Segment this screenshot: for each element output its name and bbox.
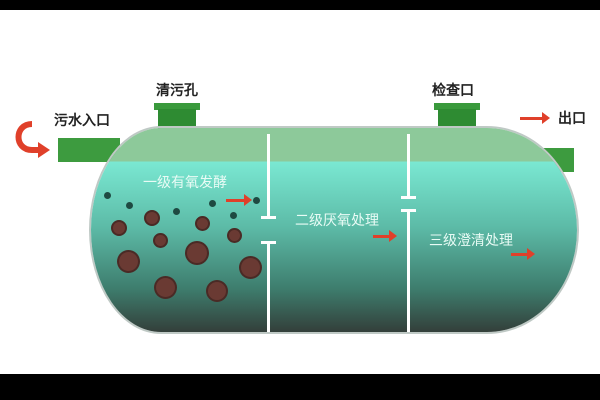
top-letterbox: [0, 0, 600, 10]
cleanout-cap: [158, 109, 196, 129]
sludge-particle: [119, 252, 138, 271]
partition-1-lower: [267, 241, 270, 332]
inspection-cap-lip: [434, 103, 480, 110]
sludge-particle: [155, 235, 166, 246]
outlet-arrow-icon: [520, 112, 550, 124]
partition-1-upper: [267, 134, 270, 216]
stage3-label: 三级澄清处理: [429, 233, 513, 249]
particle: [230, 212, 237, 219]
sludge-particle: [197, 218, 208, 229]
sludge-particle: [208, 282, 226, 300]
stage2-label: 二级厌氧处理: [295, 213, 379, 229]
partition-1-upper-foot: [261, 216, 276, 219]
partition-2-upper-foot: [401, 196, 416, 199]
partition-2-lower: [407, 209, 410, 332]
sludge-particle: [187, 243, 207, 263]
inspection-label: 检查口: [432, 83, 474, 99]
outlet-label: 出口: [558, 111, 586, 127]
inlet-pipe: [58, 138, 120, 162]
particle: [173, 208, 180, 215]
sludge-particle: [229, 230, 240, 241]
partition-2-upper: [407, 134, 410, 196]
sludge-particle: [146, 212, 158, 224]
bottom-letterbox: [0, 374, 600, 400]
cleanout-cap-lip: [154, 103, 200, 110]
particle: [104, 192, 111, 199]
stage3-flow-arrow-icon: [511, 248, 535, 260]
particle: [209, 200, 216, 207]
sludge-particle: [241, 258, 260, 277]
septic-tank: 一级有氧发酵 二级厌氧处理 三级澄清处理: [91, 128, 577, 332]
sludge-particle: [113, 222, 125, 234]
particle: [253, 197, 260, 204]
inlet-curved-arrow-icon: [15, 121, 50, 158]
inlet-label: 污水入口: [54, 113, 110, 129]
cleanout-label: 清污孔: [156, 83, 198, 99]
stage2-flow-arrow-icon: [373, 230, 397, 242]
particle: [126, 202, 133, 209]
stage1-flow-arrow-icon: [226, 194, 252, 206]
stage1-label: 一级有氧发酵: [143, 175, 227, 191]
sludge-particle: [156, 278, 175, 297]
inspection-cap: [438, 109, 476, 129]
